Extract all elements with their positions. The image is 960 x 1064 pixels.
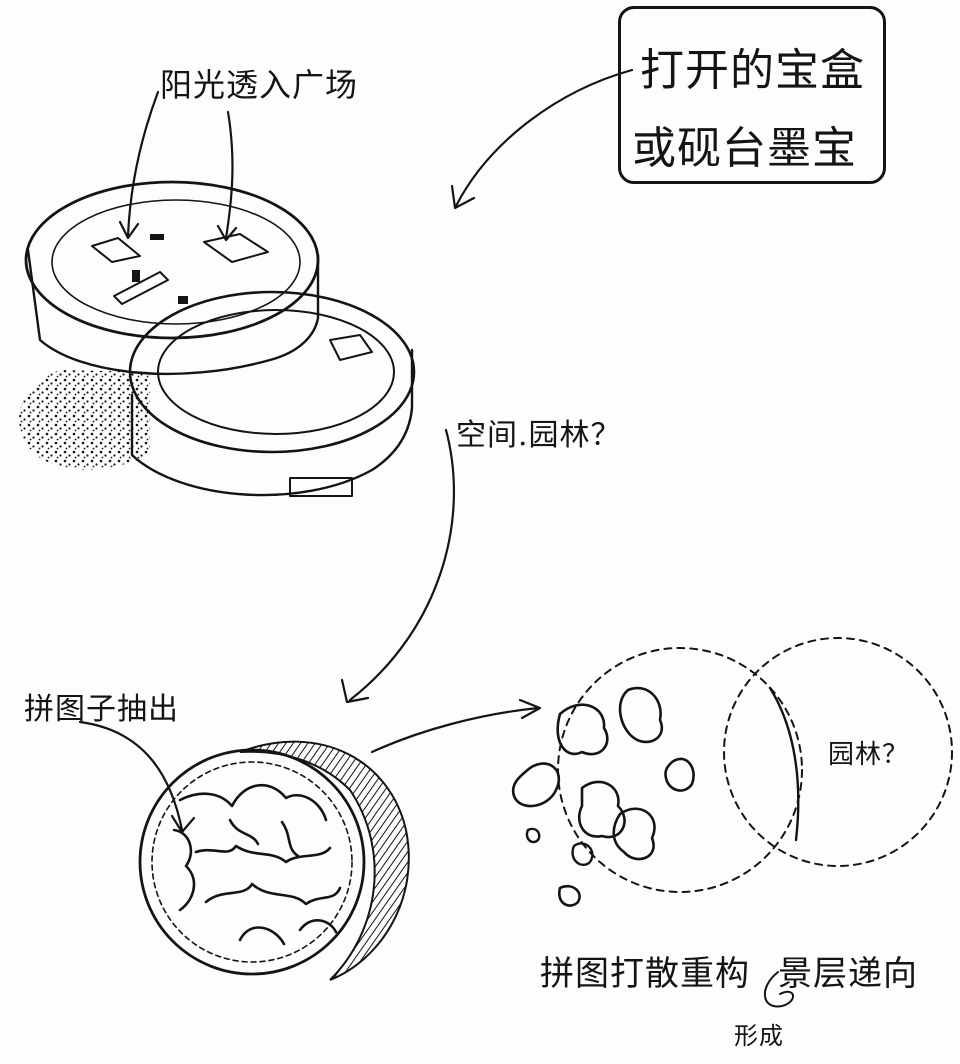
label-puzzle-extract: 拼图子抽出	[24, 692, 179, 727]
puzzle-disc-outer	[138, 748, 366, 976]
arrow-puzzle-extract	[78, 720, 196, 834]
puzzle-disc-sketch	[138, 740, 410, 981]
lid-opening-bar	[113, 271, 169, 305]
label-depth: 景层递向	[778, 954, 918, 994]
piece-6	[664, 757, 695, 792]
lid-disc-side	[26, 248, 320, 376]
arrow-to-puzzle	[340, 428, 456, 704]
scatter-circle-dashed	[557, 647, 803, 893]
label-garden-question: 园林？	[828, 740, 910, 770]
piece-3	[511, 762, 561, 808]
lid-mark-1	[150, 234, 164, 240]
label-light-in: 阳光透入广场	[160, 66, 359, 104]
base-slot	[289, 477, 353, 497]
puzzle-pieces	[172, 783, 342, 946]
ground-shadow	[19, 370, 150, 470]
label-space-garden: 空间.园林？	[456, 418, 622, 453]
lid-opening-right	[203, 233, 269, 263]
piece-8	[525, 827, 541, 844]
piece-4	[577, 780, 626, 839]
label-box-line2: 或砚台墨宝	[632, 123, 857, 174]
piece-2	[618, 686, 664, 744]
garden-circle-dashed	[723, 637, 953, 867]
piece-5	[612, 807, 656, 861]
scattered-pieces-sketch	[511, 637, 953, 907]
garden-dividing-arc	[768, 686, 800, 842]
base-disc-inner	[157, 309, 395, 435]
arrow-light-right	[216, 110, 238, 242]
label-rearrange: 拼图打散重构	[540, 954, 750, 994]
lid-disc-top	[24, 180, 320, 340]
piece-7	[558, 884, 581, 907]
lid-opening-left	[91, 237, 141, 263]
form-connector	[763, 971, 794, 1008]
base-notch	[329, 334, 373, 361]
lid-mark-3	[132, 270, 140, 282]
box-note	[618, 6, 886, 184]
lid-mark-2	[178, 296, 188, 304]
label-form: 形成	[734, 1022, 784, 1050]
lid-disc-rim	[51, 199, 301, 325]
piece-1	[556, 703, 609, 756]
puzzle-disc-dashed	[151, 761, 353, 963]
arrow-light-left	[118, 90, 160, 240]
base-disc-side	[130, 348, 414, 497]
arrow-box-note	[450, 68, 634, 210]
label-box-line1: 打开的宝盒	[640, 45, 865, 96]
puzzle-disc-shadow	[239, 740, 410, 981]
arrow-to-scatter	[370, 698, 542, 754]
piece-9	[571, 842, 594, 867]
opened-box-sketch	[19, 180, 416, 497]
